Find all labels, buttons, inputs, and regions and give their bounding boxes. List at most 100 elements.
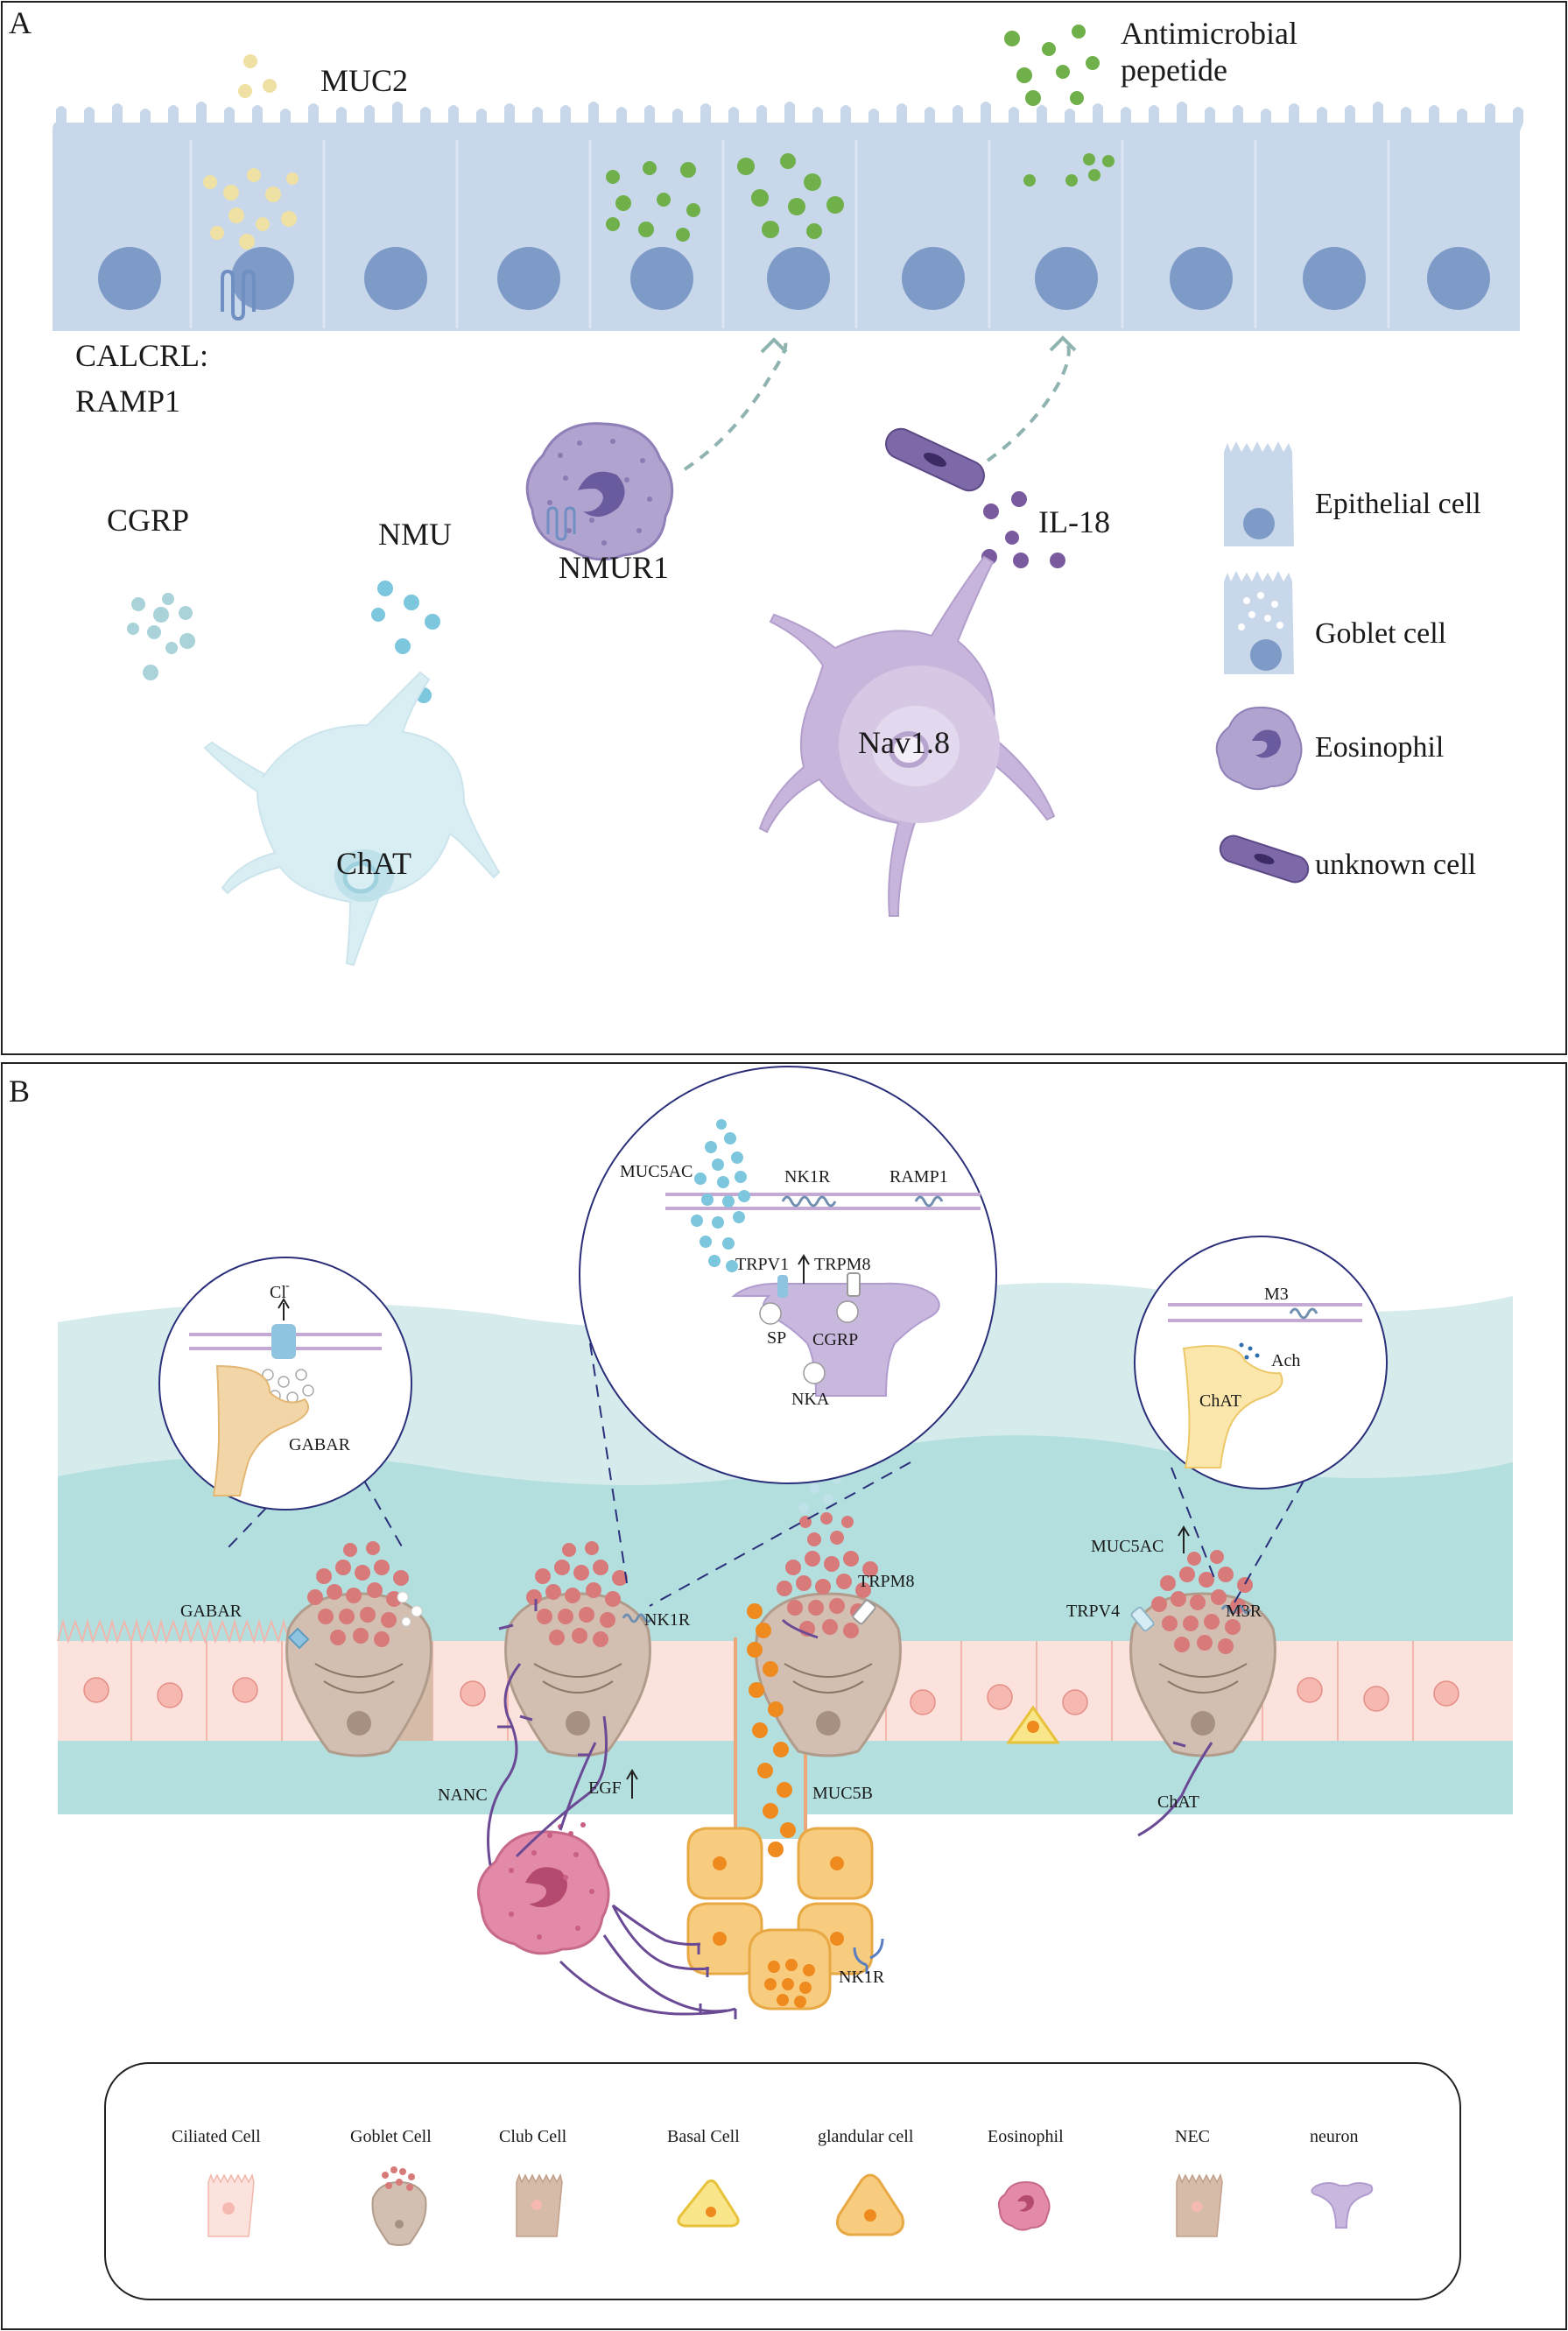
nanc-label: NANC — [438, 1785, 488, 1805]
chat-neuron-label: ChAT — [336, 846, 411, 881]
legend-goblet-cell-label: Goblet cell — [1315, 617, 1446, 650]
nerve-terminals — [497, 1599, 1186, 2019]
goblet-cell-icon — [371, 2166, 427, 2246]
gaba-release-dots — [397, 1591, 423, 1627]
muc5b-label: MUC5B — [812, 1784, 873, 1803]
goblet-cell-nk1r — [504, 1592, 651, 1757]
antimicrobial-peptide-granules — [606, 25, 1114, 242]
cgrp-granules — [127, 593, 195, 680]
panel-b-legend: Ciliated Cell Goblet Cell Club Cell Basa… — [104, 2062, 1461, 2300]
legend-epithelial-cell-label: Epithelial cell — [1315, 488, 1481, 520]
muc5ac-label: MUC5AC — [1091, 1537, 1164, 1556]
gabar-label: GABAR — [180, 1602, 243, 1621]
trpm8-inset-channel-icon — [847, 1272, 861, 1297]
amp-label-line1: Antimicrobial — [1121, 16, 1297, 51]
cl-sup-label: - — [285, 1279, 290, 1292]
inset-gabar — [158, 1257, 412, 1549]
m3r-label: M3R — [1226, 1602, 1262, 1621]
legend-basal-cell-label: Basal Cell — [667, 2127, 740, 2146]
nk1r-label: NK1R — [644, 1610, 691, 1630]
nk1r-gland-label: NK1R — [839, 1968, 885, 1987]
panel-a-label: A — [9, 5, 32, 40]
ramp1-receptor-icon — [914, 1195, 944, 1208]
eosinophil-cell — [525, 422, 674, 561]
ach-label: Ach — [1271, 1351, 1300, 1370]
nerve-fibers — [487, 1618, 1213, 2016]
panel-b: B — [1, 1062, 1567, 2330]
nav18-neuron-label: Nav1.8 — [858, 725, 950, 760]
cl-label: Cl — [270, 1283, 286, 1302]
trpv1-channel-icon — [777, 1275, 788, 1298]
epithelial-cell-icon — [1224, 441, 1294, 546]
unknown-cell-to-epithelium-arrow — [986, 344, 1071, 462]
il18-label: IL-18 — [1038, 504, 1110, 539]
glandular-cell-icon — [836, 2173, 904, 2236]
nmu-granules — [371, 581, 440, 703]
cell-boundaries — [189, 140, 1390, 328]
unknown-cell-icon — [1219, 835, 1310, 884]
nmu-label: NMU — [378, 517, 452, 552]
epithelial-nuclei — [98, 247, 1490, 310]
gabar-receptor-icon — [287, 1627, 310, 1650]
m3-receptor-icon — [1289, 1307, 1318, 1320]
arrowhead-icon — [1049, 335, 1077, 352]
nka-vesicle-icon — [803, 1362, 826, 1384]
chat-label: ChAT — [1157, 1792, 1199, 1812]
m3r-receptor-icon — [1220, 1604, 1252, 1615]
trpv1-label: TRPV1 — [735, 1255, 789, 1274]
goblet-cell-trpm8 — [755, 1592, 902, 1757]
ramp1-label: RAMP1 — [889, 1167, 948, 1187]
legend-neuron-label: neuron — [1310, 2127, 1359, 2146]
muc5ac-inset-label: MUC5AC — [620, 1162, 693, 1181]
eosinophil-b — [477, 1822, 610, 1955]
panel-a: A MUC2 Antimicrobial pepetide — [1, 1, 1567, 1055]
submucosal-gland — [686, 1827, 874, 2011]
chat-inset-label: ChAT — [1199, 1391, 1241, 1411]
chat-neuron — [203, 671, 501, 967]
legend-ciliated-cell-label: Ciliated Cell — [172, 2127, 261, 2146]
cgrp-vesicle-icon — [836, 1300, 859, 1323]
sp-label: SP — [767, 1328, 786, 1348]
muc2-granules — [203, 54, 299, 250]
sensory-neuron-terminal — [731, 1282, 940, 1397]
m3-label: M3 — [1264, 1285, 1289, 1304]
gabar-inset-label: GABAR — [289, 1435, 351, 1454]
legend-unknown-cell-label: unknown cell — [1315, 849, 1476, 881]
panel-a-legend: Epithelial cell Goblet cell Eosinophil u… — [1215, 441, 1481, 884]
nk1r-inset-label: NK1R — [784, 1167, 831, 1187]
legend-goblet-cell-label: Goblet Cell — [350, 2127, 432, 2146]
nk1r-receptor-icon — [622, 1613, 653, 1623]
amp-label-line2: pepetide — [1121, 53, 1227, 88]
club-cell-icon — [516, 2173, 563, 2237]
calcrl-label-line1: CALCRL: — [75, 338, 208, 373]
arrowhead-icon — [760, 337, 788, 354]
cgrp-inset-label: CGRP — [812, 1330, 858, 1349]
inset-central — [579, 1066, 997, 1607]
nmur1-receptor-icon — [546, 506, 576, 541]
unknown-cell — [885, 427, 985, 492]
nav18-neuron — [758, 555, 1056, 917]
cgrp-label: CGRP — [107, 503, 189, 538]
goblet-granules — [307, 1512, 1253, 1654]
nka-label: NKA — [791, 1390, 830, 1409]
legend-eosinophil-label: Eosinophil — [1315, 731, 1444, 764]
trpm8-label: TRPM8 — [858, 1572, 914, 1591]
nec-icon — [1176, 2173, 1223, 2237]
trpv4-channel-icon — [1130, 1606, 1155, 1632]
eosinophil-icon — [1215, 706, 1303, 791]
il18-granules — [981, 491, 1065, 568]
legend-nec-label: NEC — [1175, 2127, 1210, 2146]
egf-label: EGF — [588, 1778, 622, 1798]
up-arrow-icon — [626, 1769, 638, 1799]
goblet-cell-gabar — [285, 1592, 432, 1757]
muc2-label: MUC2 — [320, 63, 408, 98]
panel-b-label: B — [9, 1074, 30, 1109]
calcrl-label-line2: RAMP1 — [75, 384, 180, 419]
nk1r-inset-receptor-icon — [781, 1195, 837, 1208]
basal-cell-icon — [677, 2179, 740, 2228]
nmur1-label: NMUR1 — [559, 550, 669, 585]
legend-eosinophil-label: Eosinophil — [988, 2127, 1064, 2146]
nk1r-gland-receptor-icon — [853, 1938, 884, 1974]
neuron-icon — [1311, 2182, 1374, 2229]
